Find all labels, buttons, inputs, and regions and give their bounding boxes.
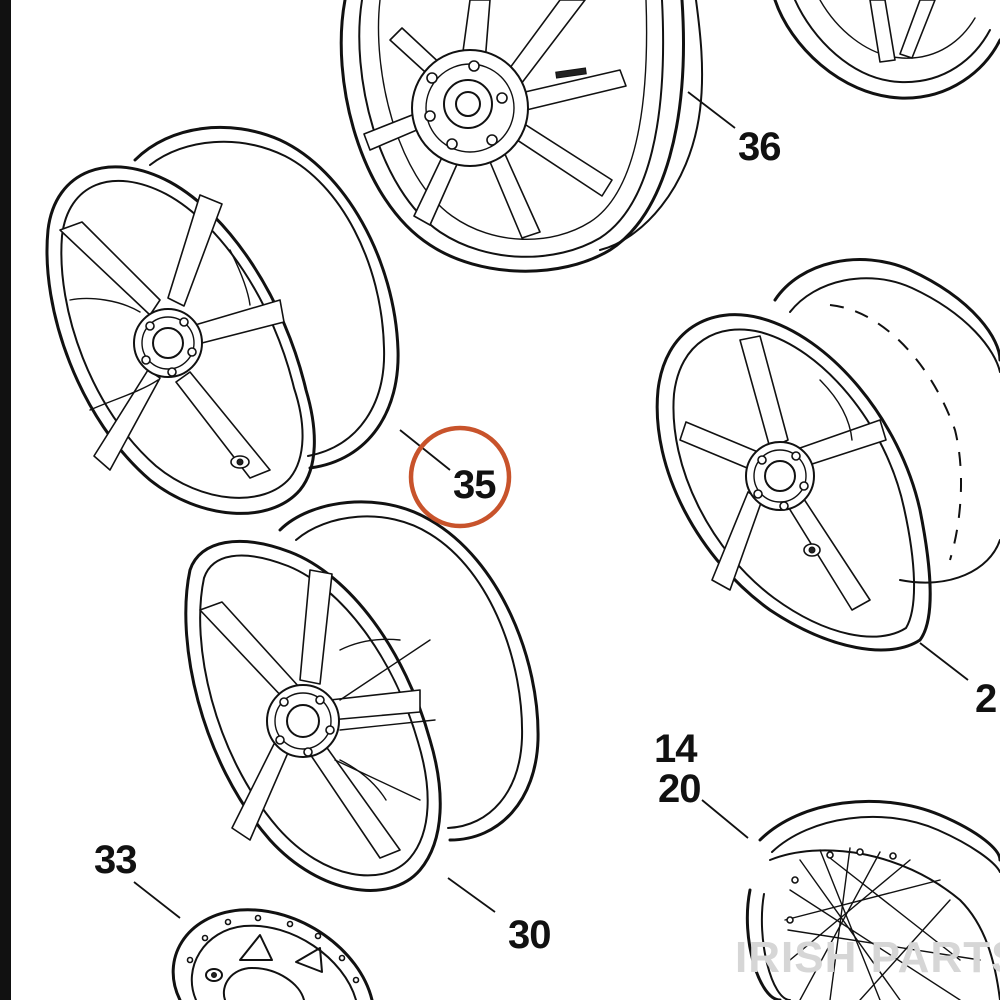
callout-14[interactable]: 14 [654, 727, 699, 771]
callout-35-highlight-ring [408, 425, 512, 529]
wheel-35[interactable] [45, 125, 400, 515]
leader-30 [447, 877, 496, 913]
callout-35[interactable]: 35 [453, 463, 497, 507]
callout-33[interactable]: 33 [94, 838, 138, 882]
wheel-30[interactable] [184, 500, 540, 892]
callout-20[interactable]: 20 [658, 767, 702, 811]
page-border-left [0, 0, 11, 1000]
leader-35 [399, 429, 451, 471]
wheel-14-20-spoked[interactable] [745, 799, 1000, 1000]
leader-36 [687, 91, 736, 129]
callout-30[interactable]: 30 [508, 913, 552, 957]
brake-rotor-33[interactable] [171, 908, 374, 1000]
spoke-lacing [784, 847, 981, 1000]
leader-2 [919, 642, 969, 681]
leader-14-20 [701, 799, 749, 839]
watermark: IRISH PARTS [735, 933, 1000, 982]
callout-2[interactable]: 2 [975, 677, 997, 721]
wheel-top-right [773, 0, 1000, 100]
callout-36[interactable]: 36 [738, 125, 782, 169]
leader-33 [133, 881, 181, 919]
wheel-36[interactable] [339, 0, 704, 273]
wheel-2[interactable] [655, 258, 1000, 652]
